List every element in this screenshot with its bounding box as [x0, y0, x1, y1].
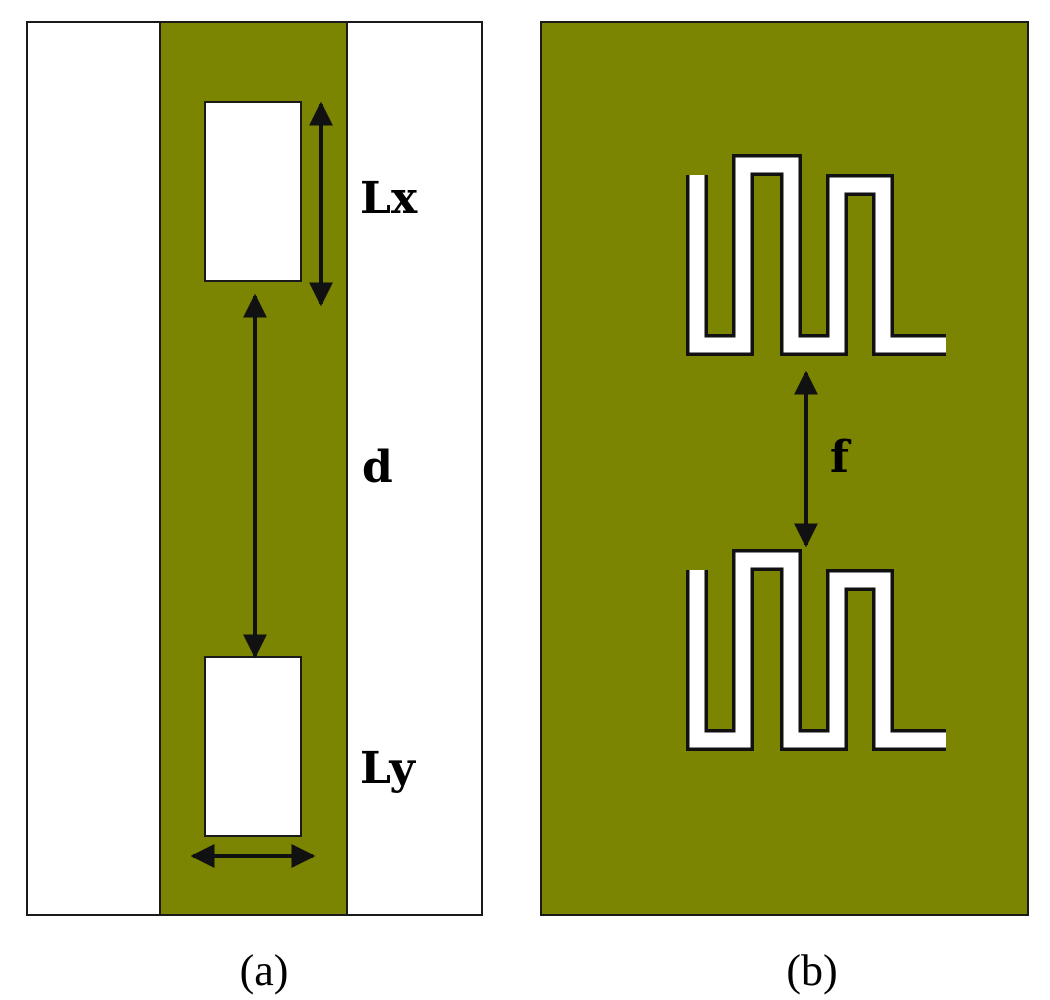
f-label: f: [830, 432, 852, 483]
slot-top-rect: [204, 101, 302, 282]
slot-bottom-rect: [204, 656, 302, 837]
panel-a: Lx d Ly (a): [26, 21, 483, 995]
meander-slot-top: [686, 154, 946, 356]
panel-b: f (b): [540, 21, 1029, 995]
meander-slot-bottom: [686, 549, 946, 751]
d-label: d: [362, 442, 393, 493]
panel-a-caption: (a): [240, 946, 289, 995]
ly-label: Ly: [360, 743, 416, 794]
lx-label: Lx: [360, 173, 418, 224]
panel-b-caption: (b): [786, 946, 837, 995]
